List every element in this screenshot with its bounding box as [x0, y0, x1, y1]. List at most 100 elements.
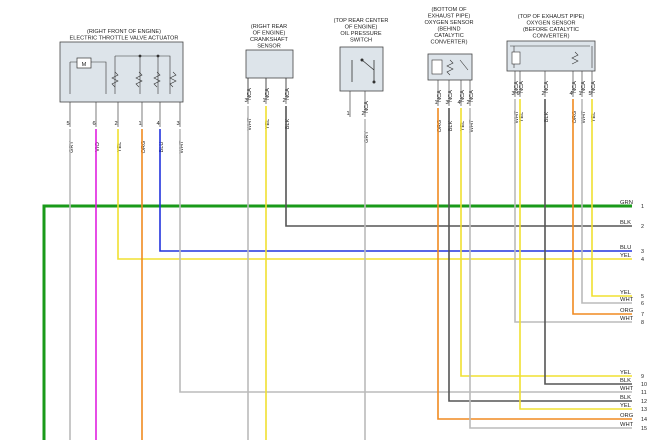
o2after-title-line: EXHAUST PIPE)	[428, 14, 471, 20]
o2after-pin-color: YEL	[460, 121, 466, 132]
junction-dot	[138, 54, 142, 58]
throttle-pin-number: 3	[176, 121, 179, 127]
o2before-pin-number: 2	[541, 91, 544, 97]
o2-internal-line	[459, 59, 469, 71]
o2before-nca-label: NCA	[572, 81, 578, 93]
throttle-pin-number: 5	[66, 121, 69, 127]
oil-pin-color: GRY	[364, 131, 370, 143]
o2before-pin-color: WHT	[514, 110, 520, 123]
o2after-nca-label: NCA	[437, 90, 443, 102]
bus-label-yel: YEL	[620, 253, 632, 259]
throttle-wire-blu	[159, 129, 632, 252]
bus-label-blk: BLK	[620, 378, 631, 384]
bus-number: 13	[641, 407, 647, 413]
throttle-pin-number: 6	[92, 121, 95, 127]
o2after-title-line: (BEHIND	[438, 27, 461, 33]
o2before-title-line: (BEFORE CATALYTIC	[523, 27, 579, 33]
resistor-icon	[169, 71, 177, 88]
o2before-nca-label: NCA	[544, 81, 550, 93]
bus-number: 8	[641, 320, 644, 326]
bus-number: 6	[641, 301, 644, 307]
bus-label-wht: WHT	[620, 422, 634, 428]
o2before-wire-org	[572, 99, 632, 315]
sensor-element-icon	[511, 51, 521, 65]
o2before-nca-label: NCA	[519, 81, 525, 93]
bus-label-org: ORG	[620, 413, 634, 419]
crank-title-line: (RIGHT REAR	[251, 24, 287, 30]
oil-title-line: OIL PRESSURE	[340, 31, 381, 37]
o2before-nca-label: NCA	[514, 81, 520, 93]
bus-label-wht: WHT	[620, 316, 634, 322]
bus-number: 15	[641, 426, 647, 432]
crank-title-line: OF ENGINE)	[253, 31, 286, 37]
bus-number: 14	[641, 417, 647, 423]
resistor-icon	[111, 71, 119, 88]
bus-label-org: ORG	[620, 308, 634, 314]
bus-label-blk: BLK	[620, 220, 631, 226]
crank-pin-color: BLK	[285, 118, 291, 129]
o2before-pin-number: 5	[588, 91, 591, 97]
o2after-nca-label: NCA	[460, 90, 466, 102]
o2after-wire-yel	[460, 108, 632, 377]
bus-number: 9	[641, 374, 644, 380]
o2after-pin-number: 4	[457, 100, 460, 106]
throttle-pin-color: WHT	[179, 140, 185, 153]
o2before-title-line: OXYGEN SENSOR	[526, 21, 575, 27]
o2after-title-line: (BOTTOM OF	[431, 7, 467, 13]
heater-icon	[571, 51, 579, 65]
o2before-wire-yel	[519, 99, 632, 410]
o2after-pin-number: 1	[434, 100, 437, 106]
crank-pin-color: YEL	[265, 119, 271, 130]
throttle-wire-wht	[179, 129, 632, 393]
throttle-pin-number: 4	[156, 121, 159, 127]
bus-number: 5	[641, 294, 644, 300]
o2after-pin-number: 3	[445, 100, 448, 106]
o2before-pin-number: 3	[511, 91, 514, 97]
crank-nca-label: NCA	[285, 88, 291, 100]
o2after-title-line: CONVERTER)	[431, 40, 468, 46]
motor-icon	[76, 57, 92, 69]
o2before-wire-blk	[544, 99, 632, 385]
throttle-pin-color: GRY	[69, 141, 75, 153]
o2before-pin-number: 1	[578, 91, 581, 97]
bus-number: 3	[641, 249, 644, 255]
bus-label-blu: BLU	[620, 245, 631, 251]
switch-contact	[360, 58, 364, 62]
throttle-pin-number: 1	[138, 121, 141, 127]
throttle-internal	[114, 55, 171, 94]
bus-label-yel: YEL	[620, 290, 632, 296]
motor-label: M	[82, 62, 87, 68]
throttle-connector-box	[59, 41, 184, 103]
motor-leads	[69, 61, 107, 94]
switch-contact	[372, 80, 376, 84]
o2after-nca-label: NCA	[448, 90, 454, 102]
oil-title-line: OF ENGINE)	[345, 25, 378, 31]
throttle-pin-color: VIO	[95, 142, 101, 152]
o2after-pin-color: BLK	[448, 120, 454, 131]
throttle-title-line: (RIGHT FRONT OF ENGINE)	[87, 29, 161, 35]
crank-pin-number: 3	[244, 98, 247, 104]
o2before-wire-wht	[514, 99, 632, 323]
heater-icon	[446, 59, 454, 76]
switch-icon	[351, 59, 375, 82]
o2before-nca-label: NCA	[591, 81, 597, 93]
o2before-pin-color: BLK	[544, 111, 550, 122]
oil-pin-number: 1	[346, 111, 349, 117]
bus-label-grn: GRN	[620, 200, 633, 206]
bus-label-yel: YEL	[620, 370, 632, 376]
crank-title-line: SENSOR	[257, 44, 281, 50]
o2before-title-line: CONVERTER)	[533, 34, 570, 40]
bus-label-wht: WHT	[620, 386, 634, 392]
junction-dot	[156, 54, 160, 58]
crank-nca-label: NCA	[265, 88, 271, 100]
throttle-title-line: ELECTRIC THROTTLE VALVE ACTUATOR	[70, 36, 179, 42]
throttle-pin-number: 2	[114, 121, 117, 127]
o2after-nca-label: NCA	[469, 90, 475, 102]
oil-title-line: (TOP REAR CENTER	[334, 18, 389, 24]
o2after-title-line: OXYGEN SENSOR	[424, 20, 473, 26]
bus-number: 10	[641, 382, 647, 388]
throttle-wire-yel	[117, 129, 632, 260]
throttle-pin-color: BLU	[159, 142, 165, 153]
